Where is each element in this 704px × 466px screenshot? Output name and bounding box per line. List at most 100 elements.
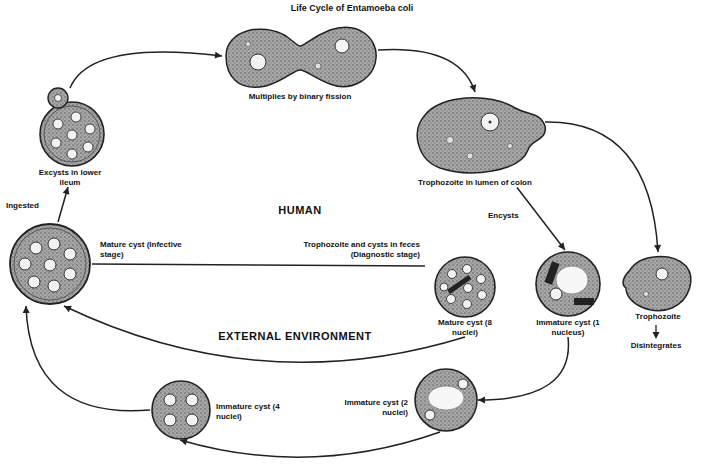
- cycle-line: [70, 52, 222, 88]
- cycle-line: [478, 337, 568, 400]
- arrowhead: [215, 52, 222, 59]
- stage-caption: Mature cyst (8 nuclei): [425, 318, 505, 337]
- nucleus: [458, 379, 468, 389]
- food-vacuole: [447, 137, 454, 144]
- emerging-amoeba: [48, 88, 68, 108]
- arrowhead: [654, 245, 661, 252]
- region-label: EXTERNAL ENVIRONMENT: [180, 330, 410, 343]
- nuclei-group: [51, 112, 95, 159]
- cycle-line: [517, 188, 565, 251]
- food-vacuole: [644, 292, 649, 297]
- cyst-wall: [40, 102, 104, 166]
- nucleus: [447, 295, 456, 304]
- stage-caption: Mature cyst (Infective stage): [100, 240, 184, 259]
- arrowhead: [478, 397, 485, 404]
- nuclei-group: [19, 238, 76, 292]
- nucleus: [44, 259, 56, 271]
- nucleus: [28, 276, 40, 288]
- nucleus: [464, 284, 473, 293]
- food-vacuole: [246, 42, 251, 47]
- cell-body: [417, 98, 545, 173]
- stage-node: Trophozoite in lumen of colon: [405, 92, 545, 188]
- chromatoid-body: [544, 261, 559, 284]
- nucleus: [164, 394, 176, 406]
- nucleus: [164, 414, 176, 426]
- cycle-arrow: [70, 52, 222, 88]
- nucleus: [186, 414, 198, 426]
- stage-node: Immature cyst (1 nucleus): [525, 250, 611, 337]
- nucleus: [83, 142, 93, 152]
- arrowhead: [63, 187, 70, 195]
- nucleus: [48, 238, 60, 250]
- leader-arrowhead: [653, 332, 660, 339]
- karyosome: [489, 121, 492, 124]
- cycle-line: [545, 122, 658, 252]
- nucleus: [425, 410, 435, 420]
- passed-trophozoite: [623, 257, 691, 311]
- cycle-arrow: [180, 432, 440, 457]
- stage-caption: Immature cyst (4 nuclei): [216, 402, 288, 421]
- nucleus: [48, 280, 60, 292]
- nucleus: [656, 268, 668, 280]
- stage-node: Multiplies by binary fission: [222, 20, 378, 102]
- lumen-trophozoite: [417, 98, 545, 173]
- arrowhead: [64, 306, 72, 312]
- stage-node: Mature cyst (8 nuclei): [425, 256, 505, 337]
- cycle-arrow: [517, 188, 565, 251]
- cyst-wall: [536, 252, 600, 316]
- cyst-wall: [435, 257, 495, 317]
- cyst-inner-wall: [44, 106, 100, 162]
- cycle-line: [26, 306, 150, 411]
- nucleus: [463, 300, 472, 309]
- stage-caption: Excysts in lower ileum: [28, 168, 112, 187]
- immature-cyst-two: [415, 369, 477, 431]
- cycle-line: [378, 50, 475, 92]
- stage-caption: Immature cyst (1 nucleus): [525, 318, 611, 337]
- chromatoid-body: [574, 298, 594, 305]
- nucleus: [477, 275, 486, 284]
- food-vacuole: [508, 144, 513, 149]
- stage-label: Trophozoite and cysts in feces (Diagnost…: [290, 240, 420, 259]
- nuclei-group: [440, 265, 487, 309]
- nucleus: [440, 283, 448, 291]
- stage-caption: Multiplies by binary fission: [222, 92, 378, 102]
- cycle-arrow: [478, 337, 568, 404]
- stage-node: Excysts in lower ileum: [28, 88, 112, 187]
- nucleus: [64, 248, 76, 260]
- cyst-wall: [415, 369, 477, 431]
- immature-cyst-one: [536, 252, 600, 316]
- nucleus: [71, 112, 81, 122]
- dividing-trophozoite: [226, 27, 376, 87]
- cycle-arrow: [545, 122, 661, 252]
- cycle-line: [180, 432, 440, 457]
- nucleus: [30, 242, 42, 254]
- stage-caption: Trophozoite in lumen of colon: [405, 178, 545, 188]
- stage-label: Encysts: [488, 211, 528, 221]
- arrowhead: [558, 242, 565, 250]
- nucleus: [478, 291, 487, 300]
- nucleus: [335, 39, 349, 53]
- food-vacuole: [467, 153, 473, 159]
- diagram-title: Life Cycle of Entamoeba coli: [0, 3, 704, 13]
- nucleus: [64, 268, 76, 280]
- stage-caption: Immature cyst (2 nuclei): [332, 398, 408, 417]
- cycle-line: [92, 264, 425, 266]
- arrowhead: [180, 439, 188, 446]
- nucleus: [67, 149, 77, 159]
- stage-node: Immature cyst (4 nuclei): [150, 380, 212, 440]
- nucleus: [67, 130, 77, 140]
- nucleus: [51, 138, 61, 148]
- stage-caption: Trophozoite: [620, 312, 696, 322]
- nucleus: [448, 270, 457, 279]
- cell-body: [226, 27, 376, 87]
- nuclei-group: [164, 394, 198, 426]
- region-label: HUMAN: [250, 204, 350, 217]
- cyst-wall: [10, 224, 90, 304]
- cycle-arrow: [58, 187, 69, 222]
- cycle-line: [64, 306, 465, 362]
- nucleus: [186, 394, 198, 406]
- cycle-arrow: [64, 306, 465, 362]
